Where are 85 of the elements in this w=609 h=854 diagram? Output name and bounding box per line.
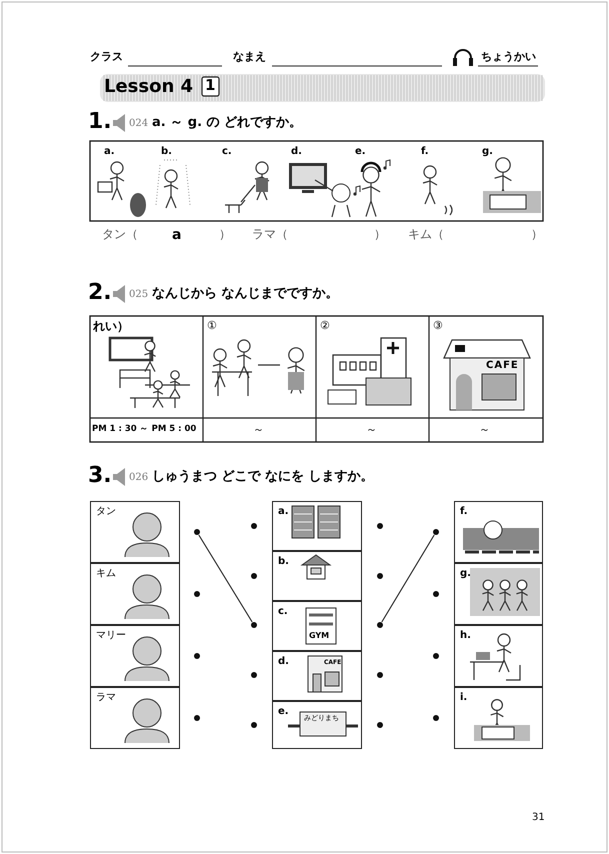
question-text: a. ～ g. の どれですか。 — [152, 116, 302, 130]
option-letter: f. — [460, 506, 468, 517]
listening-label: ちょうかい — [481, 51, 536, 64]
lesson-part-number: 1 — [205, 77, 216, 94]
place-card — [272, 701, 362, 749]
connection-dot — [433, 529, 439, 535]
matching-line — [381, 534, 435, 622]
picture-letter: b. — [161, 146, 172, 157]
connection-dot — [433, 653, 439, 659]
connection-dot — [194, 591, 200, 597]
answer-prompt: タン（ — [102, 228, 138, 242]
connection-dot — [251, 722, 257, 728]
connection-dot — [433, 591, 439, 597]
table-cell: ～ — [253, 424, 264, 436]
option-letter: c. — [278, 606, 288, 617]
connection-dot — [377, 523, 383, 529]
place-card — [272, 651, 362, 701]
answer-prompt: キム（ — [408, 228, 444, 242]
place-card — [272, 551, 362, 601]
connection-dot — [194, 653, 200, 659]
sign-text: GYM — [309, 632, 330, 641]
answer-bracket: ） — [531, 228, 543, 242]
table-cell: ～ — [479, 424, 490, 436]
track-number: 026 — [129, 472, 148, 483]
person-card — [90, 501, 180, 563]
table-header: ① — [207, 320, 217, 332]
connection-dot — [433, 715, 439, 721]
activity-card — [454, 563, 543, 625]
name-label: なまえ — [233, 51, 266, 64]
activity-card — [454, 501, 543, 563]
answer-bracket: ） — [374, 228, 386, 242]
question-number: 3. — [88, 464, 112, 488]
person-card — [90, 687, 180, 749]
connection-dot — [377, 672, 383, 678]
option-letter: h. — [460, 630, 471, 641]
page-number: 31 — [532, 812, 545, 823]
place-card — [272, 501, 362, 551]
example-answer: a — [172, 228, 182, 244]
picture-letter: c. — [222, 146, 232, 157]
lesson-title: Lesson 4 — [104, 77, 194, 97]
table-header: れい） — [93, 320, 129, 334]
picture-letter: e. — [355, 146, 366, 157]
person-card — [90, 563, 180, 625]
option-letter: e. — [278, 706, 289, 717]
person-name: タン — [96, 506, 116, 517]
connection-dot — [377, 722, 383, 728]
connection-dot — [194, 529, 200, 535]
option-letter: i. — [460, 692, 468, 703]
connection-dot — [377, 622, 383, 628]
picture-letter: d. — [291, 146, 302, 157]
track-number: 024 — [129, 118, 148, 129]
person-name: キム — [96, 568, 116, 579]
person-name: ラマ — [96, 692, 116, 703]
table-cell: ～ — [366, 424, 377, 436]
picture-letter: a. — [104, 146, 115, 157]
table-cell: PM 1 : 30 ～ PM 5 : 00 — [92, 425, 196, 434]
answer-bracket: ） — [219, 228, 231, 242]
sign-text: CAFE — [486, 360, 519, 371]
option-letter: d. — [278, 656, 289, 667]
person-name: マリー — [96, 630, 126, 641]
matching-line — [198, 534, 253, 622]
question-text: しゅうまつ どこで なにを しますか。 — [152, 470, 374, 484]
place-card — [272, 601, 362, 651]
connection-dot — [377, 573, 383, 579]
picture-letter: f. — [421, 146, 429, 157]
activity-card — [454, 687, 543, 749]
connection-dot — [194, 715, 200, 721]
question-number: 2. — [88, 281, 112, 306]
option-letter: g. — [460, 568, 471, 579]
connection-dot — [251, 622, 257, 628]
option-letter: b. — [278, 556, 289, 567]
connection-dot — [251, 573, 257, 579]
activity-card — [454, 625, 543, 687]
question-number: 1. — [88, 110, 112, 134]
picture-letter: g. — [482, 146, 493, 157]
person-card — [90, 625, 180, 687]
question-text: なんじから なんじまでですか。 — [152, 287, 339, 302]
class-label: クラス — [90, 51, 123, 64]
table-header: ② — [320, 320, 330, 332]
connection-dot — [251, 672, 257, 678]
table-header: ③ — [433, 320, 443, 332]
connection-dot — [251, 523, 257, 529]
answer-prompt: ラマ（ — [252, 228, 288, 242]
track-number: 025 — [129, 289, 148, 300]
option-letter: a. — [278, 506, 289, 517]
